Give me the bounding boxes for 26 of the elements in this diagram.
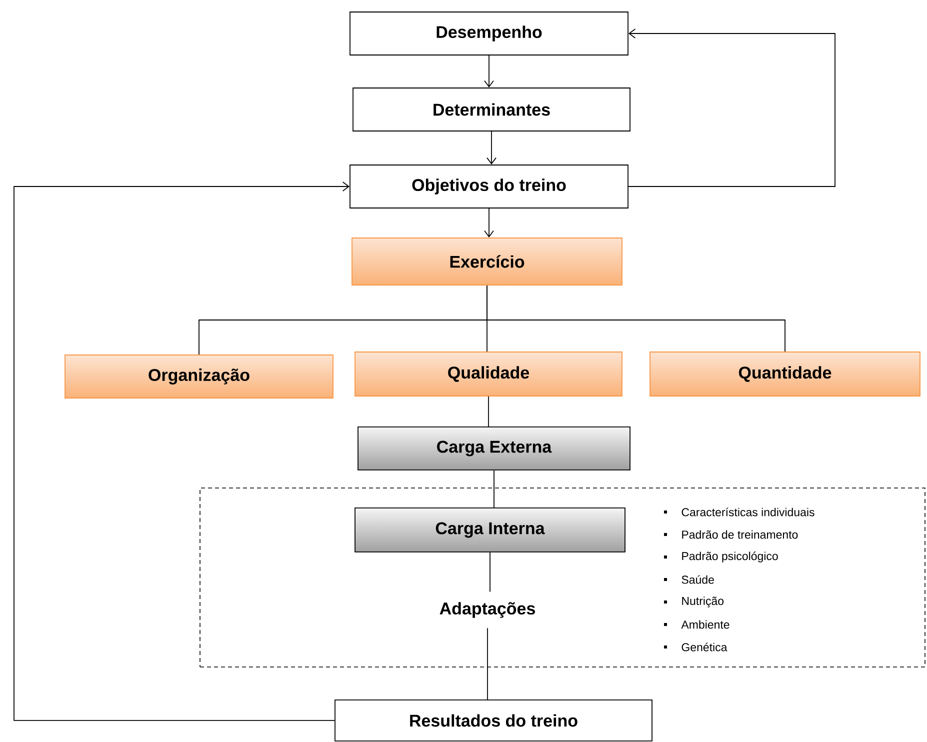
process-box: Exercício	[352, 238, 622, 286]
arrow	[484, 54, 494, 88]
arrow	[484, 208, 494, 238]
list-item: Saúde	[682, 575, 714, 584]
list-item: Genética	[682, 642, 728, 652]
process-box: Resultados do treino	[334, 700, 652, 742]
arrow	[628, 28, 836, 187]
load-box: Carga Externa	[358, 426, 630, 470]
process-box: Qualidade	[354, 352, 622, 396]
arrow	[486, 131, 496, 165]
list-item: Ambiente	[681, 620, 730, 629]
process-box: Objetivos do treino	[350, 164, 628, 208]
process-box: Desempenho	[350, 12, 628, 56]
connector-line	[488, 396, 489, 427]
process-box: Quantidade	[650, 352, 920, 396]
connector-line	[487, 628, 488, 700]
process-box: Determinantes	[352, 88, 630, 132]
list-item: Características individuais	[682, 508, 814, 516]
list-item: Padrão de treinamento	[682, 530, 798, 539]
list-item: Padrão psicológico	[682, 552, 778, 562]
process-box: Organização	[64, 354, 334, 398]
list-item: Nutrição	[682, 596, 724, 608]
stage-label: Adaptações	[440, 602, 535, 618]
load-box: Carga Interna	[354, 508, 626, 552]
connector-line	[486, 285, 786, 352]
arrow	[14, 182, 350, 721]
